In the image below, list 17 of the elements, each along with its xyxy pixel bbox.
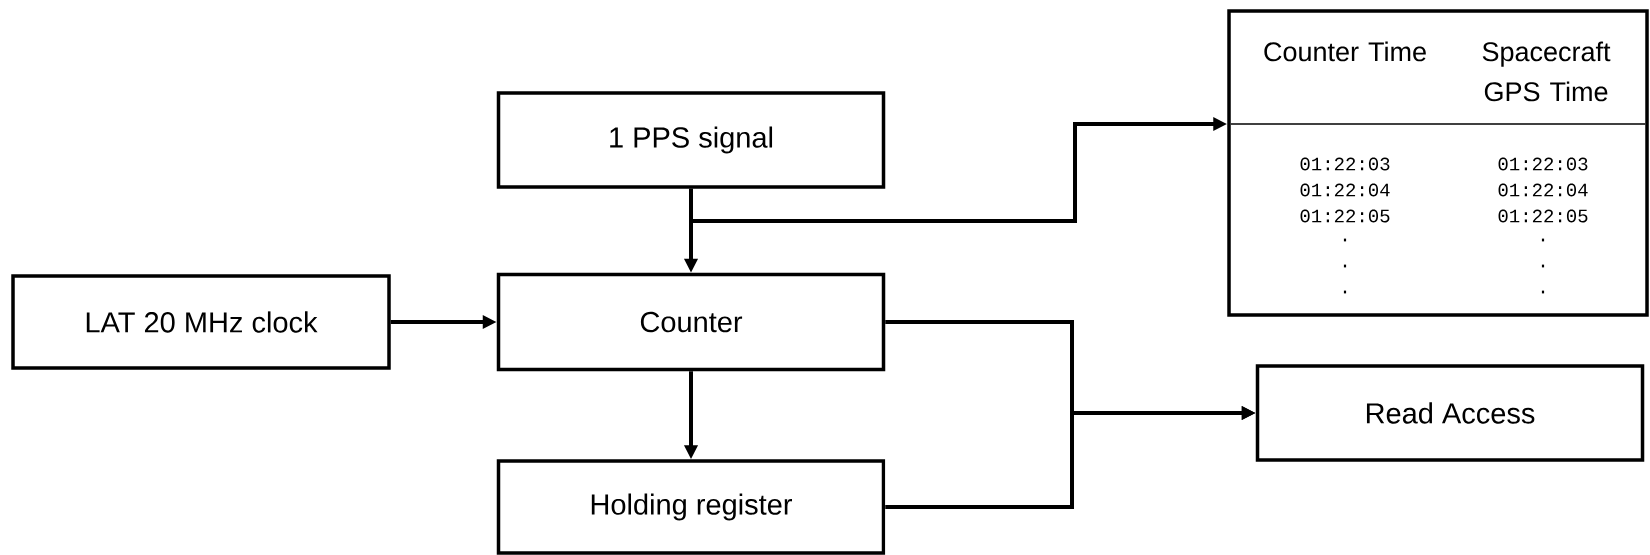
table-cell: 01:22:03 [1300, 157, 1390, 171]
table-cell: 01:22:03 [1498, 157, 1588, 171]
process-box: Counter [496, 272, 886, 372]
table-cell: . [1343, 264, 1347, 268]
table-cell: 01:22:04 [1300, 183, 1390, 197]
table-cell: . [1343, 238, 1347, 242]
process-box: 1 PPS signal [496, 91, 886, 189]
table-cell: . [1541, 290, 1545, 294]
table-cell: . [1541, 238, 1545, 242]
table-cell: . [1541, 264, 1545, 268]
process-box: Holding register [496, 459, 886, 555]
table-cell: 01:22:05 [1300, 209, 1390, 223]
table-cell: 01:22:04 [1498, 183, 1588, 197]
process-box: Read Access [1255, 364, 1645, 462]
process-box: LAT 20 MHz clock [11, 274, 391, 370]
table-cell: 01:22:05 [1498, 209, 1588, 223]
table-cell: . [1343, 290, 1347, 294]
